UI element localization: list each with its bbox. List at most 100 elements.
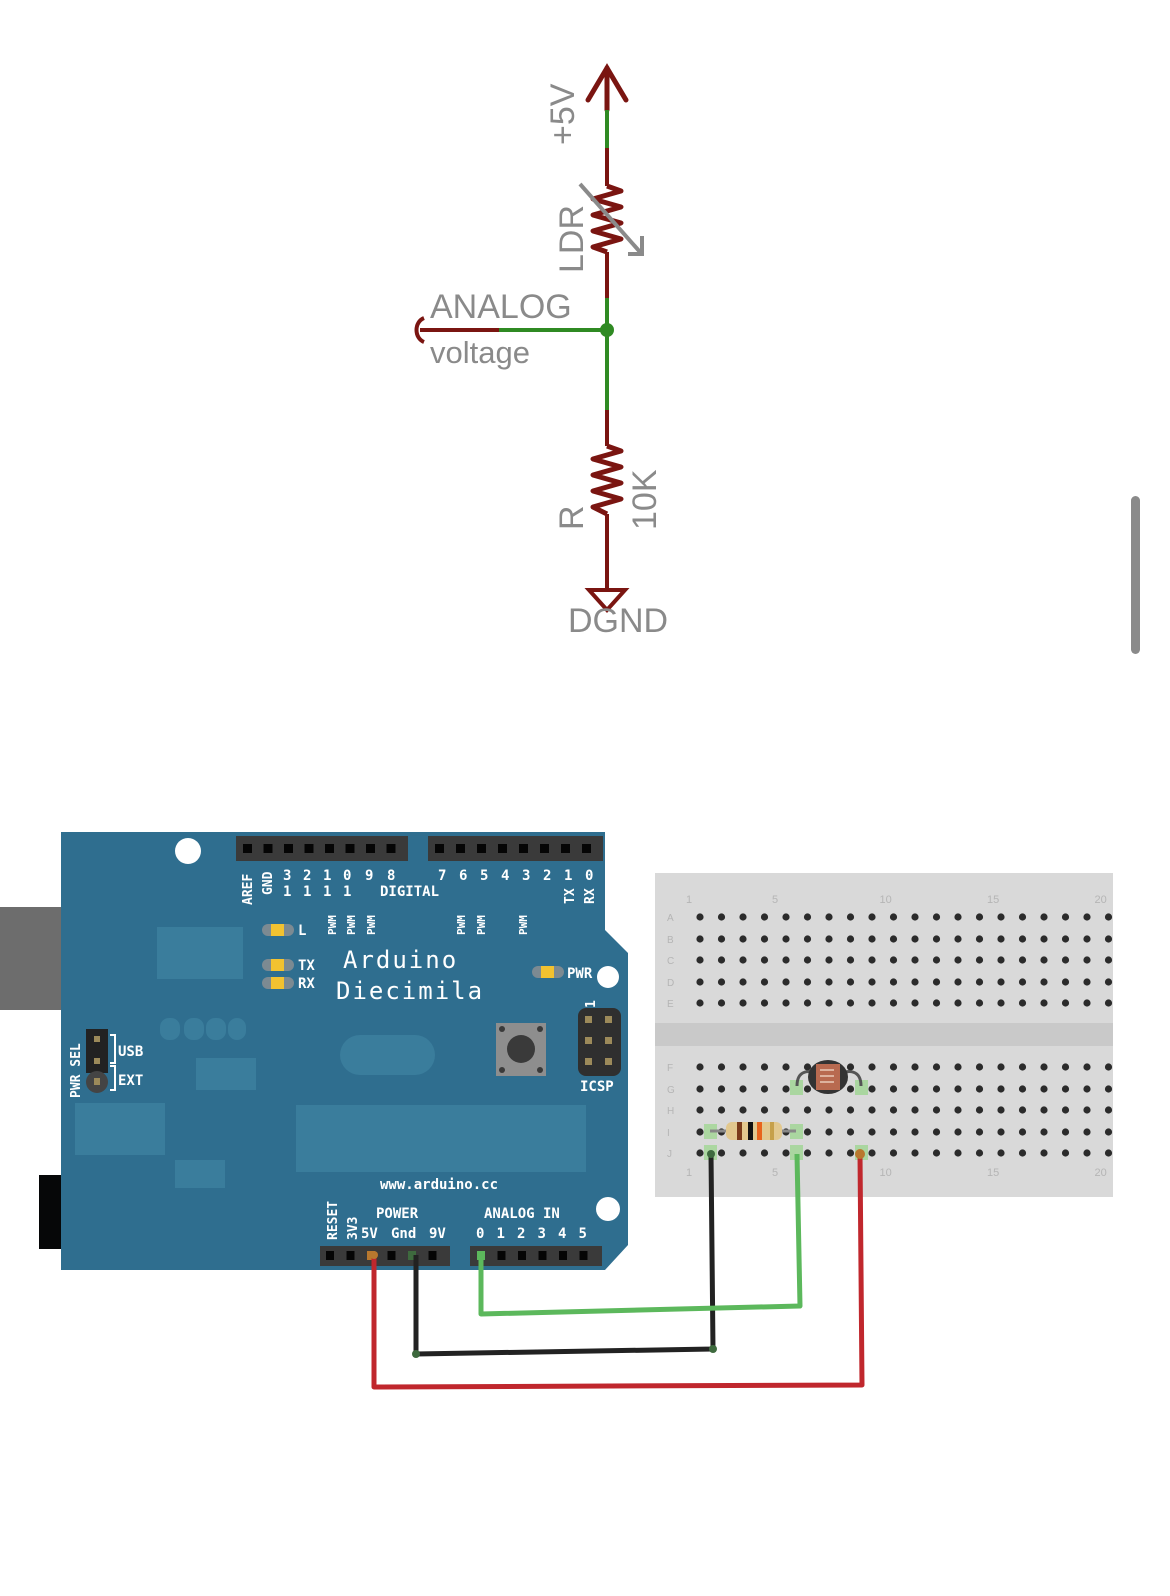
breadboard-hole[interactable] <box>846 1106 855 1114</box>
power-pin[interactable] <box>408 1251 416 1260</box>
breadboard-hole[interactable] <box>932 999 941 1007</box>
power-pin[interactable] <box>428 1251 437 1260</box>
breadboard-hole[interactable] <box>1104 935 1113 943</box>
breadboard-hole[interactable] <box>717 1106 726 1114</box>
breadboard-hole[interactable] <box>717 1149 726 1157</box>
header-pin[interactable] <box>519 844 528 853</box>
breadboard-hole[interactable] <box>889 1149 898 1157</box>
breadboard-hole[interactable] <box>1104 1085 1113 1093</box>
breadboard-hole[interactable] <box>954 1149 962 1157</box>
breadboard-hole[interactable] <box>889 1128 898 1136</box>
breadboard-hole[interactable] <box>1104 1106 1113 1114</box>
breadboard-hole[interactable] <box>932 1149 941 1157</box>
breadboard-hole[interactable] <box>739 978 747 986</box>
breadboard-hole[interactable] <box>782 1063 790 1071</box>
breadboard-hole[interactable] <box>911 956 919 964</box>
breadboard-hole[interactable] <box>868 1063 876 1071</box>
scrollbar[interactable] <box>1131 496 1140 654</box>
header-pin[interactable] <box>263 844 273 853</box>
breadboard-hole[interactable] <box>997 935 1005 943</box>
breadboard-hole[interactable] <box>1040 978 1048 986</box>
header-pin[interactable] <box>366 844 375 853</box>
breadboard-hole[interactable] <box>846 978 855 986</box>
header-pin[interactable] <box>345 844 355 853</box>
breadboard-hole[interactable] <box>696 1149 704 1157</box>
breadboard-hole[interactable] <box>1061 935 1070 943</box>
breadboard-hole[interactable] <box>1083 913 1091 921</box>
breadboard-hole[interactable] <box>760 1063 769 1071</box>
breadboard-hole[interactable] <box>782 1106 790 1114</box>
breadboard-hole[interactable] <box>1018 999 1027 1007</box>
breadboard-hole[interactable] <box>696 935 704 943</box>
breadboard-hole[interactable] <box>760 999 769 1007</box>
breadboard-hole[interactable] <box>1018 913 1027 921</box>
breadboard-hole[interactable] <box>803 1085 812 1093</box>
breadboard-hole[interactable] <box>1040 1106 1048 1114</box>
breadboard-hole[interactable] <box>954 935 962 943</box>
header-pin[interactable] <box>435 844 444 853</box>
breadboard-hole[interactable] <box>717 999 726 1007</box>
breadboard-hole[interactable] <box>1018 1149 1027 1157</box>
digital-header-left[interactable] <box>236 836 408 861</box>
header-pin[interactable] <box>582 844 591 853</box>
breadboard-hole[interactable] <box>954 978 962 986</box>
5v-wire[interactable] <box>370 1149 865 1390</box>
breadboard-hole[interactable] <box>739 1063 747 1071</box>
breadboard-hole[interactable] <box>717 1085 726 1093</box>
breadboard-hole[interactable] <box>1040 1085 1048 1093</box>
breadboard-hole[interactable] <box>1083 1106 1091 1114</box>
breadboard-hole[interactable] <box>717 935 726 943</box>
breadboard-hole[interactable] <box>1061 1063 1070 1071</box>
breadboard-hole[interactable] <box>1040 935 1048 943</box>
breadboard-hole[interactable] <box>911 1149 919 1157</box>
power-pin[interactable] <box>326 1251 334 1260</box>
breadboard-hole[interactable] <box>1040 1128 1048 1136</box>
breadboard-hole[interactable] <box>760 978 769 986</box>
breadboard-hole[interactable] <box>739 999 747 1007</box>
header-pin[interactable] <box>498 844 507 853</box>
header-pin[interactable] <box>386 844 396 853</box>
breadboard-hole[interactable] <box>803 913 812 921</box>
breadboard-hole[interactable] <box>696 1128 704 1136</box>
breadboard-hole[interactable] <box>782 978 790 986</box>
breadboard-hole[interactable] <box>911 1085 919 1093</box>
breadboard-hole[interactable] <box>1018 978 1027 986</box>
power-pin[interactable] <box>346 1251 355 1260</box>
breadboard-hole[interactable] <box>932 1085 941 1093</box>
breadboard-hole[interactable] <box>889 956 898 964</box>
breadboard-hole[interactable] <box>889 1063 898 1071</box>
breadboard-hole[interactable] <box>739 1149 747 1157</box>
breadboard-hole[interactable] <box>975 1149 984 1157</box>
header-pin[interactable] <box>540 844 549 853</box>
breadboard-hole[interactable] <box>1061 913 1070 921</box>
breadboard-hole[interactable] <box>782 935 790 943</box>
breadboard-hole[interactable] <box>1104 913 1113 921</box>
breadboard-hole[interactable] <box>1083 956 1091 964</box>
breadboard-hole[interactable] <box>911 1106 919 1114</box>
breadboard-hole[interactable] <box>889 1085 898 1093</box>
breadboard-hole[interactable] <box>889 935 898 943</box>
breadboard-hole[interactable] <box>1040 956 1048 964</box>
breadboard-hole[interactable] <box>1104 956 1113 964</box>
breadboard-hole[interactable] <box>825 1128 833 1136</box>
breadboard-hole[interactable] <box>696 1063 704 1071</box>
reset-button[interactable] <box>496 1023 546 1076</box>
breadboard-hole[interactable] <box>889 913 898 921</box>
breadboard-hole[interactable] <box>975 1106 984 1114</box>
breadboard-hole[interactable] <box>803 978 812 986</box>
breadboard-hole[interactable] <box>1018 935 1027 943</box>
breadboard-hole[interactable] <box>911 999 919 1007</box>
breadboard-hole[interactable] <box>889 978 898 986</box>
breadboard-hole[interactable] <box>997 1063 1005 1071</box>
breadboard-hole[interactable] <box>846 913 855 921</box>
breadboard-hole[interactable] <box>846 1085 855 1093</box>
breadboard-hole[interactable] <box>932 956 941 964</box>
breadboard-hole[interactable] <box>868 1106 876 1114</box>
icsp-header[interactable] <box>578 1008 621 1076</box>
header-pin[interactable] <box>325 844 334 853</box>
breadboard-hole[interactable] <box>1083 978 1091 986</box>
breadboard-hole[interactable] <box>696 913 704 921</box>
breadboard-hole[interactable] <box>846 935 855 943</box>
breadboard-hole[interactable] <box>846 956 855 964</box>
breadboard-hole[interactable] <box>1104 978 1113 986</box>
